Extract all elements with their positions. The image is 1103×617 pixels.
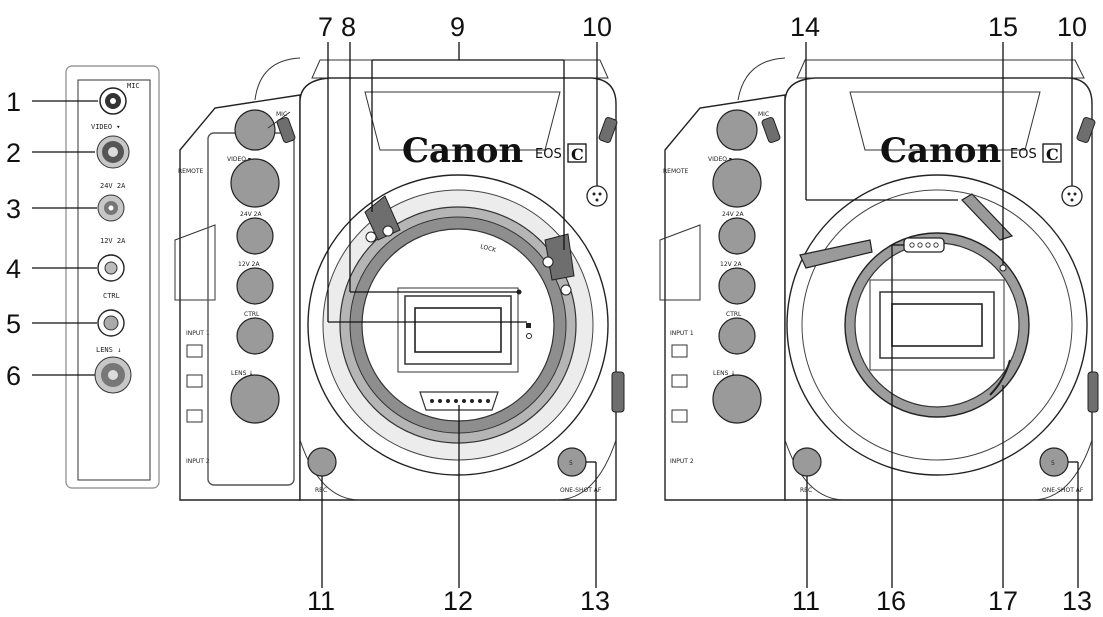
left-leaders — [32, 100, 98, 376]
mic-cover-label-right: MIC — [758, 111, 769, 118]
callout-2: 2 — [6, 138, 21, 168]
dc-12v-terminal: 12V 2A — [97, 237, 126, 282]
ctrl-cover-label: CTRL — [244, 311, 260, 318]
c-badge-right: C — [1046, 145, 1059, 164]
video-cover-label-right: VIDEO ▾ — [708, 156, 732, 163]
rec-label-right: REC — [800, 487, 812, 494]
callout-17: 17 — [988, 586, 1018, 613]
remote-label-right: REMOTE — [663, 168, 689, 175]
camera-left: REMOTE INPUT 1 INPUT 2 MIC VIDEO ▾ 24V 2… — [174, 57, 625, 501]
callout-12: 12 — [443, 586, 473, 613]
input2-label-left: INPUT 2 — [186, 458, 210, 465]
lock-label: LOCK — [479, 243, 497, 254]
callout-10-right: 10 — [1057, 12, 1087, 42]
mic-label: MIC — [127, 82, 140, 90]
brand-logo-left: Canon — [402, 131, 523, 171]
v24-label: 24V 2A — [100, 182, 126, 190]
ctrl-cover-label-right: CTRL — [726, 311, 742, 318]
lens-label: LENS ↓ — [96, 346, 121, 354]
callout-13-right: 13 — [1062, 586, 1092, 613]
callout-16: 16 — [876, 586, 906, 613]
brand-logo-right: Canon — [880, 131, 1001, 171]
v24-cover-label: 24V 2A — [240, 211, 262, 218]
terminal-detail-panel: MIC VIDEO ▾ 24V 2A 12V 2A CTRL — [65, 65, 160, 489]
callout-1: 1 — [6, 87, 21, 117]
af-label-right: ONE-SHOT AF — [1042, 487, 1084, 494]
eos-mark-left: EOS — [535, 147, 562, 162]
callout-3: 3 — [6, 194, 21, 224]
v12-label: 12V 2A — [100, 237, 126, 245]
callout-13-left: 13 — [580, 586, 610, 613]
built-in-mic-right — [1061, 185, 1083, 207]
callout-numbers: 1 2 3 4 5 6 7 8 9 10 14 15 10 11 12 13 1… — [6, 12, 1092, 616]
callout-8: 8 — [341, 12, 356, 42]
input2-label-right: INPUT 2 — [670, 458, 694, 465]
callout-4: 4 — [6, 254, 21, 284]
callout-leaders — [321, 42, 1079, 588]
callout-7: 7 — [318, 12, 333, 42]
built-in-mic-left — [586, 185, 608, 207]
lens-cover-label: LENS ↓ — [231, 370, 253, 377]
v12-cover-label: 12V 2A — [238, 261, 260, 268]
callout-14: 14 — [790, 12, 820, 42]
callout-11-left: 11 — [307, 586, 335, 613]
v24-cover-label-right: 24V 2A — [722, 211, 744, 218]
callout-6: 6 — [6, 361, 21, 391]
rec-button-right — [792, 447, 822, 477]
v12-cover-label-right: 12V 2A — [720, 261, 742, 268]
af-mark-right: 5 — [1051, 460, 1055, 467]
af-mark-left: 5 — [569, 460, 573, 467]
callout-10-left: 10 — [582, 12, 612, 42]
callout-9: 9 — [450, 12, 465, 42]
lens-contacts — [419, 391, 499, 411]
mic-terminal: MIC — [99, 82, 140, 115]
input1-label-right: INPUT 1 — [670, 330, 694, 337]
video-cover-label: VIDEO ▾ — [227, 156, 251, 163]
video-terminal: VIDEO ▾ — [91, 123, 130, 169]
mic-cover-label: MIC — [276, 111, 287, 118]
ctrl-label: CTRL — [103, 292, 120, 300]
callout-11-right: 11 — [792, 586, 820, 613]
eos-mark-right: EOS — [1010, 147, 1037, 162]
dc-24v-terminal: 24V 2A — [97, 182, 126, 222]
c-badge-left: C — [571, 145, 584, 164]
lens-terminal: LENS ↓ — [94, 346, 132, 394]
remote-label-left: REMOTE — [178, 168, 204, 175]
callout-15: 15 — [988, 12, 1018, 42]
input1-label-left: INPUT 1 — [186, 330, 210, 337]
rec-button-left — [307, 447, 337, 477]
rec-label-left: REC — [315, 487, 327, 494]
lens-cover-label-right: LENS ↓ — [713, 370, 735, 377]
mount-lock-levers — [364, 195, 575, 296]
callout-5: 5 — [6, 309, 21, 339]
ctrl-terminal: CTRL — [97, 292, 125, 337]
camera-right: REMOTE INPUT 1 INPUT 2 MIC VIDEO ▾ 24V 2… — [659, 57, 1099, 501]
af-label-left: ONE-SHOT AF — [560, 487, 602, 494]
video-label: VIDEO ▾ — [91, 123, 121, 131]
